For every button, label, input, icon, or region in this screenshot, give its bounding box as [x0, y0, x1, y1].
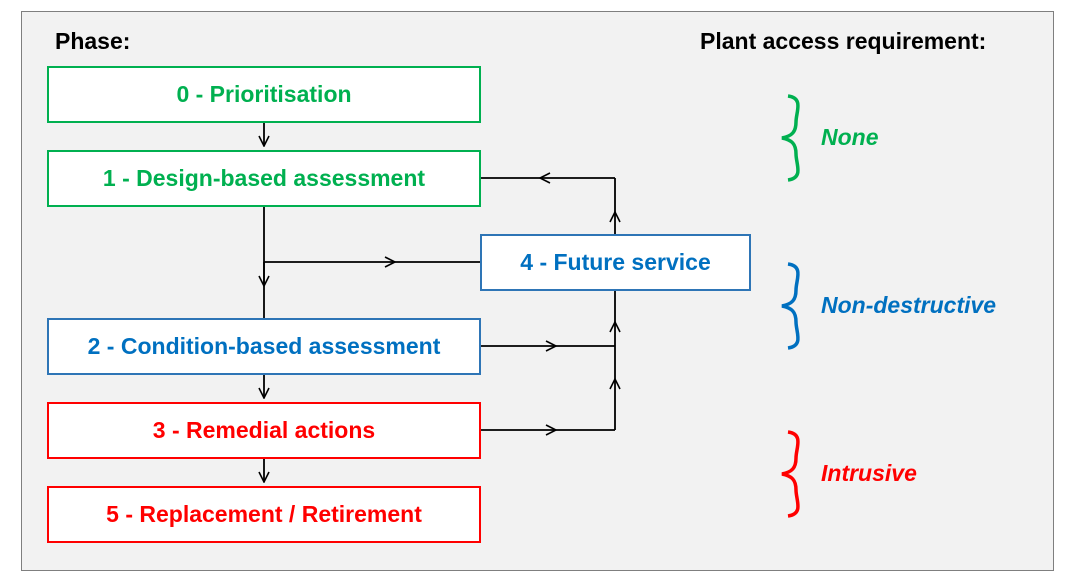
phase-1-label: 1 - Design-based assessment: [102, 165, 426, 191]
phase-2-box: 2 - Condition-based assessment: [47, 318, 481, 375]
phase-0-box: 0 - Prioritisation: [47, 66, 481, 123]
brace-non-destructive: [781, 262, 800, 350]
requirement-heading: Plant access requirement:: [700, 28, 987, 54]
phase-4-box: 4 - Future service: [480, 234, 751, 291]
phase-2-label: 2 - Condition-based assessment: [87, 333, 441, 359]
phase-5-label: 5 - Replacement / Retirement: [106, 501, 422, 527]
brace-intrusive: [781, 430, 800, 518]
phase-3-label: 3 - Remedial actions: [152, 417, 376, 443]
requirement-none: None: [821, 124, 879, 150]
phase-5-box: 5 - Replacement / Retirement: [47, 486, 481, 543]
requirement-non-destructive: Non-destructive: [821, 292, 997, 318]
phase-1-box: 1 - Design-based assessment: [47, 150, 481, 207]
phase-heading: Phase:: [55, 28, 131, 54]
phase-4-label: 4 - Future service: [520, 249, 711, 275]
brace-none: [781, 94, 800, 182]
phase-0-label: 0 - Prioritisation: [176, 81, 352, 107]
requirement-intrusive: Intrusive: [821, 460, 917, 486]
phase-3-box: 3 - Remedial actions: [47, 402, 481, 459]
